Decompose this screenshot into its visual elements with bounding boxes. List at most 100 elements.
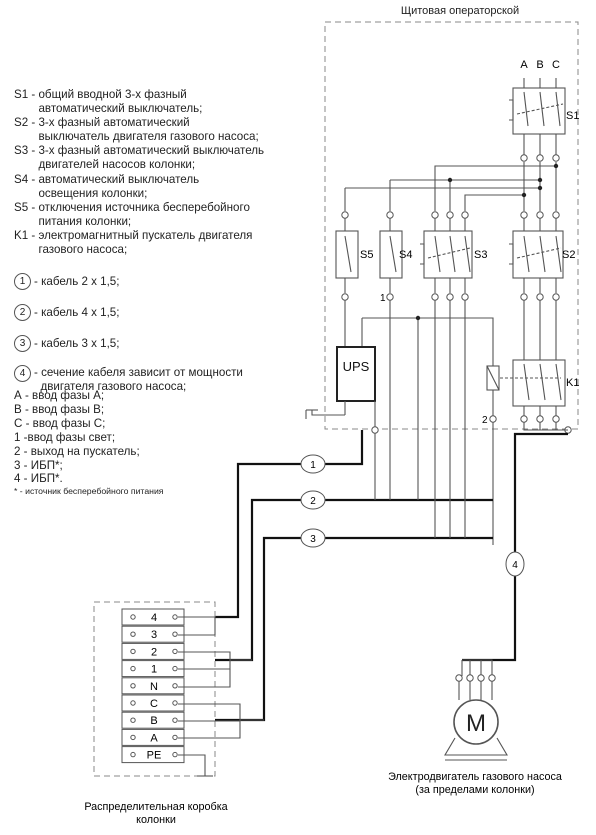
cable-number: 2: [14, 304, 31, 322]
starter-k1: [486, 359, 566, 416]
s1-label: S1: [566, 110, 579, 122]
legend-item: S5 - отключения источника бесперебойного…: [14, 201, 304, 229]
terminal-row: 3: [121, 625, 185, 643]
phase-label-c: C: [552, 59, 560, 71]
cable-4-path: [462, 432, 568, 662]
terminal-row-label: N: [150, 681, 158, 693]
terminal-row-label: 3: [151, 629, 157, 641]
breaker-s3: [420, 230, 473, 279]
terminal-row-label: B: [150, 715, 157, 727]
terminal-legend-item: 1 -ввод фазы свет;: [14, 430, 116, 444]
terminal-row-label: 2: [151, 646, 157, 658]
breaker-s2: [509, 230, 564, 279]
terminal-legend-item: 4 - ИБП*.: [14, 472, 63, 486]
breaker-s5: [335, 230, 359, 279]
svg-text:1: 1: [310, 460, 316, 471]
legend-item: S3 - 3-х фазный автоматический выключате…: [14, 144, 304, 172]
footnote: * - источник бесперебойного питания: [14, 486, 164, 497]
terminal-legend-item: С - ввод фазы С;: [14, 416, 106, 430]
legend-key: S3 -: [14, 144, 39, 158]
terminal-row: B: [121, 711, 185, 729]
terminals-middle: [341, 293, 560, 301]
legend-key: S5 -: [14, 200, 39, 214]
terminal-2-label: 2: [482, 415, 488, 426]
phase-label-b: B: [536, 59, 543, 71]
phase-label-a: A: [520, 59, 528, 71]
legend-key: S2 -: [14, 116, 39, 130]
cable-legend-item: 2- кабель 4 х 1,5;: [14, 304, 304, 322]
terminal-legend-item: 2 - выход на пускатель;: [14, 444, 140, 458]
cable-marker-2: 2: [300, 490, 326, 510]
terminal-legend-item: В - ввод фазы В;: [14, 402, 105, 416]
cable-2-path: [215, 498, 493, 662]
terminal-row: C: [121, 694, 185, 712]
terminal-row-label: 4: [151, 612, 157, 624]
svg-text:2: 2: [310, 496, 316, 507]
terminal-legend-item: А - ввод фазы А;: [14, 389, 105, 402]
panel-title: Щитовая операторской: [401, 5, 519, 17]
cable-marker-1: 1: [300, 454, 326, 474]
terminal-row: N: [121, 677, 185, 695]
svg-text:3: 3: [310, 534, 316, 545]
terminal-row: PE: [121, 746, 185, 764]
breaker-s1: [509, 87, 566, 135]
terminal-row-label: PE: [147, 750, 162, 762]
cable-legend-item: 1- кабель 2 х 1,5;: [14, 273, 304, 291]
terminal-row-label: 1: [151, 664, 157, 676]
terminal-row: A: [121, 728, 185, 746]
terminal-row: 2: [121, 642, 185, 660]
cable-desc: - кабель 2 х 1,5;: [34, 274, 120, 288]
svg-text:4: 4: [512, 560, 518, 571]
ups-label: UPS: [343, 359, 370, 374]
terminal-row-label: A: [150, 732, 158, 744]
s3-label: S3: [474, 249, 487, 261]
motor-caption: Электродвигатель газового насоса(за пред…: [388, 771, 562, 796]
junction-box-boundary: [93, 601, 216, 777]
cable-3-path: [215, 536, 493, 722]
k1-label: K1: [566, 377, 579, 389]
ups-unit: [336, 346, 376, 402]
breaker-s4: [379, 230, 403, 279]
legend-key: K1 -: [14, 228, 39, 242]
terminal-row: 4: [121, 608, 185, 626]
terminals-lower: [371, 415, 572, 434]
legend-key: S1 -: [14, 88, 39, 101]
cable-desc: - сечение кабеля зависит от мощности дви…: [34, 366, 243, 394]
cable-number: 1: [14, 273, 31, 291]
motor: [444, 659, 508, 761]
cable-1-path: [215, 430, 364, 619]
cable-desc: - кабель 3 х 1,5;: [34, 336, 120, 350]
terminal-row-label: C: [150, 698, 158, 710]
cable-legend-item: 3- кабель 3 х 1,5;: [14, 335, 304, 353]
terminal-1-label: 1: [380, 293, 386, 304]
terminal-legend-item: 3 - ИБП*;: [14, 458, 63, 472]
s2-label: S2: [562, 249, 575, 261]
cable-marker-4: 4: [505, 551, 525, 577]
cable-desc: - кабель 4 х 1,5;: [34, 305, 120, 319]
s5-label: S5: [360, 249, 373, 261]
legend-key: S4 -: [14, 172, 39, 186]
motor-symbol: M: [466, 710, 486, 737]
cable-marker-3: 3: [300, 528, 326, 548]
motor-terminals: [455, 674, 496, 682]
s4-label: S4: [399, 249, 412, 261]
cable-legend-item: 4- сечение кабеля зависит от мощности дв…: [14, 365, 304, 394]
cable-number: 3: [14, 335, 31, 353]
legend-item: K1 - электромагнитный пускатель двигател…: [14, 229, 304, 257]
cable-number: 4: [14, 365, 31, 383]
terminal-row: 1: [121, 660, 185, 678]
terminal-legend: А - ввод фазы А;В - ввод фазы В;С - ввод…: [14, 389, 304, 497]
